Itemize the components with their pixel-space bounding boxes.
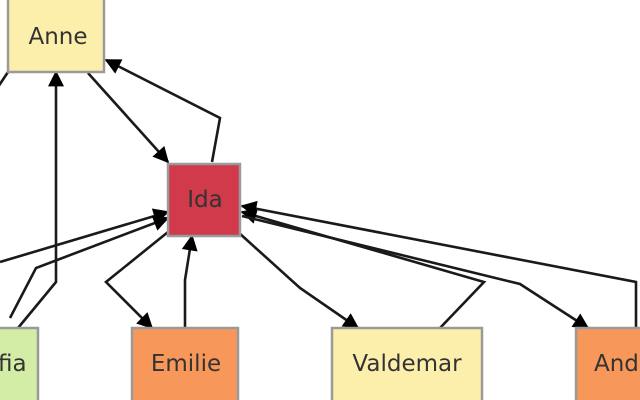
node-valdemar-label: Valdemar <box>352 351 462 377</box>
edge-ida-to-emilie <box>104 230 169 330</box>
node-valdemar[interactable]: Valdemar <box>330 326 484 400</box>
node-ida[interactable]: Ida <box>166 162 242 238</box>
node-anders-box <box>574 326 640 400</box>
node-anne-box <box>6 0 106 74</box>
node-valdemar-box <box>330 326 484 400</box>
edge-ida-to-valdemar <box>237 231 360 330</box>
node-ida-box <box>166 162 242 238</box>
edge-sofia-to-ida-b <box>8 215 170 319</box>
edge-emilie-to-ida <box>181 234 198 328</box>
node-emilie-box <box>130 326 240 400</box>
node-ida-label: Ida <box>187 187 222 213</box>
edge-sofia-to-ida-a <box>0 208 170 264</box>
node-sofia-label: fia <box>0 351 27 377</box>
node-anders-label: And <box>594 351 639 377</box>
node-anders[interactable]: And <box>574 326 640 400</box>
node-emilie-label: Emilie <box>151 351 221 377</box>
node-sofia[interactable]: fia <box>0 326 40 400</box>
node-emilie[interactable]: Emilie <box>130 326 240 400</box>
edge-ida-to-anne <box>104 58 222 163</box>
node-anne-label: Anne <box>28 24 87 50</box>
edge-anne-offscreen <box>0 71 10 87</box>
node-sofia-box <box>0 326 40 400</box>
edge-sofia-to-anne <box>16 70 64 329</box>
edge-anne-to-ida <box>87 72 170 164</box>
node-anne[interactable]: Anne <box>6 0 106 74</box>
edges <box>0 58 638 330</box>
edge-ida-to-anders <box>241 214 590 330</box>
edge-anders-to-ida <box>240 200 638 328</box>
